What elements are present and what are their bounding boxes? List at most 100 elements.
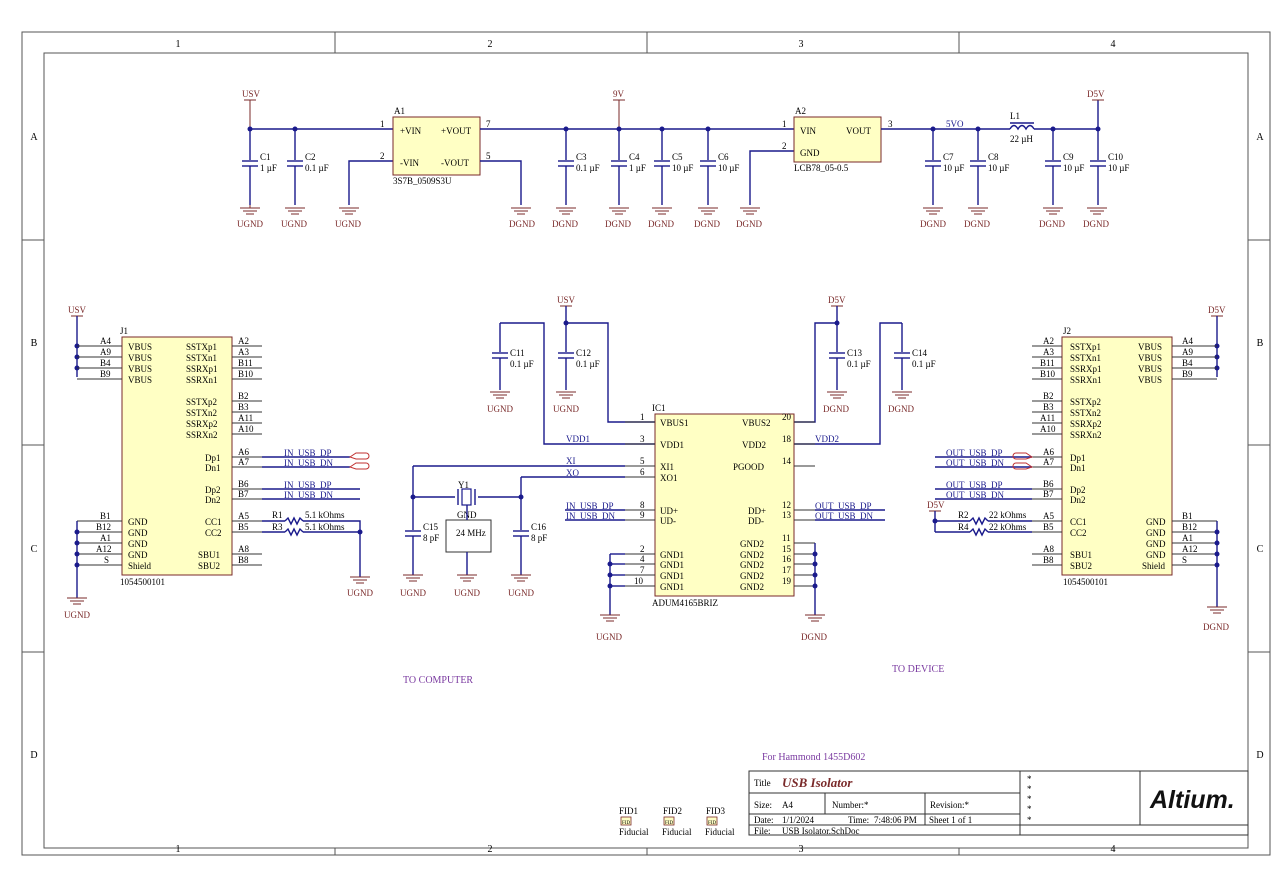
dcdc-converter-a1[interactable]: A1 +VIN +VOUT -VIN -VOUT 1 7 2 5 3S7B_05…: [380, 106, 491, 186]
svg-text:5: 5: [486, 151, 491, 161]
svg-text:GND: GND: [128, 517, 148, 527]
svg-text:0.1 µF: 0.1 µF: [576, 359, 600, 369]
svg-text:XO: XO: [566, 468, 579, 478]
svg-text:GND: GND: [1146, 550, 1166, 560]
zone-row-a-right: A: [1256, 132, 1264, 143]
capacitor-c10[interactable]: C10 10 µF: [1090, 152, 1129, 205]
svg-text:FID3: FID3: [706, 806, 726, 816]
svg-text:DGND: DGND: [605, 219, 631, 229]
svg-text:LCB78_05-0.5: LCB78_05-0.5: [794, 163, 849, 173]
svg-text:DD-: DD-: [748, 516, 764, 526]
svg-text:7: 7: [640, 565, 645, 575]
capacitor-c15[interactable]: C15 8 pF: [405, 522, 439, 575]
zone-col-1-bottom: 1: [176, 844, 181, 855]
svg-text:20: 20: [782, 412, 792, 422]
svg-text:OUT_USB_DN: OUT_USB_DN: [946, 490, 1005, 500]
capacitor-c13[interactable]: C13 0.1 µF: [829, 348, 871, 390]
svg-text:SSRXp2: SSRXp2: [186, 419, 218, 429]
svg-text:9: 9: [640, 510, 645, 520]
svg-text:A6: A6: [1043, 447, 1054, 457]
svg-text:GND: GND: [1146, 528, 1166, 538]
capacitor-c5[interactable]: C5 10 µF: [654, 152, 693, 205]
capacitor-c1[interactable]: C1 1 µF: [242, 152, 277, 205]
svg-text:GND2: GND2: [740, 539, 764, 549]
svg-text:12: 12: [782, 500, 791, 510]
capacitor-c9[interactable]: C9 10 µF: [1045, 152, 1084, 205]
zone-col-1-top: 1: [176, 39, 181, 50]
zone-col-4-bottom: 4: [1111, 844, 1116, 855]
svg-text:GND2: GND2: [740, 582, 764, 592]
svg-text:B7: B7: [238, 489, 249, 499]
svg-text:B1: B1: [1182, 511, 1193, 521]
dgnd-symbols-row-a: DGND DGND DGND DGND DGND DGND DGND DGND …: [509, 207, 1109, 229]
capacitor-c14[interactable]: C14 0.1 µF: [894, 348, 936, 390]
svg-text:A11: A11: [1040, 413, 1055, 423]
svg-text:XI1: XI1: [660, 462, 674, 472]
svg-text:DGND: DGND: [509, 219, 535, 229]
svg-text:A5: A5: [1043, 511, 1054, 521]
usb-isolator-ic1[interactable]: USV C11 0.1 µF C12 0.1 µF UGND UGND D5V: [400, 295, 936, 642]
svg-text:DGND: DGND: [736, 219, 762, 229]
capacitor-c12[interactable]: C12 0.1 µF: [558, 348, 600, 390]
svg-text:PGOOD: PGOOD: [733, 462, 765, 472]
regulator-a2[interactable]: A2 VIN VOUT GND 1 3 2 LCB78_05-0.5: [782, 106, 893, 173]
capacitor-c4[interactable]: C4 1 µF: [611, 152, 646, 205]
svg-text:8 pF: 8 pF: [531, 533, 547, 543]
svg-text:10 µF: 10 µF: [1063, 163, 1084, 173]
svg-text:0.1 µF: 0.1 µF: [912, 359, 936, 369]
svg-text:GND1: GND1: [660, 550, 684, 560]
svg-text:USV: USV: [557, 295, 576, 305]
svg-text:SSTXp1: SSTXp1: [186, 342, 217, 352]
capacitor-c6[interactable]: C6 10 µF: [700, 152, 739, 205]
svg-text:C15: C15: [423, 522, 439, 532]
r3-value: 5.1 kOhms: [305, 522, 345, 532]
svg-text:Shield: Shield: [128, 561, 152, 571]
svg-text:A8: A8: [1043, 544, 1054, 554]
svg-text:UGND: UGND: [487, 404, 513, 414]
c2-designator: C2: [305, 152, 316, 162]
svg-text:OUT_USB_DN: OUT_USB_DN: [946, 458, 1005, 468]
svg-text:8: 8: [640, 500, 645, 510]
svg-text:1: 1: [782, 119, 787, 129]
svg-text:A12: A12: [1182, 544, 1198, 554]
svg-text:7: 7: [486, 119, 491, 129]
capacitor-c8[interactable]: C8 10 µF: [970, 152, 1009, 205]
capacitor-c16[interactable]: C16 8 pF: [513, 522, 547, 575]
c1-value: 1 µF: [260, 163, 277, 173]
svg-text:IN_USB_DN: IN_USB_DN: [566, 511, 616, 521]
svg-text:24 MHz: 24 MHz: [456, 528, 486, 538]
svg-text:1: 1: [380, 119, 385, 129]
capacitor-c11[interactable]: C11 0.1 µF: [492, 348, 534, 390]
svg-text:Shield: Shield: [1142, 561, 1166, 571]
svg-text:*: *: [1027, 794, 1032, 804]
svg-text:USV: USV: [68, 305, 87, 315]
zone-col-3-bottom: 3: [799, 844, 804, 855]
svg-text:Dp2: Dp2: [1070, 485, 1086, 495]
inductor-l1[interactable]: L1 22 µH: [1009, 111, 1035, 144]
svg-text:A3: A3: [238, 347, 249, 357]
svg-text:B6: B6: [1043, 479, 1054, 489]
svg-text:14: 14: [782, 456, 792, 466]
zone-row-c-right: C: [1257, 544, 1264, 555]
capacitor-c7[interactable]: C7 10 µF: [925, 152, 964, 205]
capacitor-c3[interactable]: C3 0.1 µF: [558, 152, 600, 205]
svg-text:GND1: GND1: [660, 571, 684, 581]
svg-text:VBUS: VBUS: [128, 364, 152, 374]
svg-text:VDD1: VDD1: [566, 434, 590, 444]
svg-text:B2: B2: [238, 391, 249, 401]
svg-text:SSTXp1: SSTXp1: [1070, 342, 1101, 352]
svg-text:Dn1: Dn1: [1070, 463, 1086, 473]
svg-text:OUT_USB_DP: OUT_USB_DP: [946, 448, 1003, 458]
capacitor-c2[interactable]: C2 0.1 µF: [287, 152, 329, 205]
svg-text:0.1 µF: 0.1 µF: [510, 359, 534, 369]
zone-row-c-left: C: [31, 544, 38, 555]
svg-text:UGND: UGND: [347, 588, 373, 598]
svg-text:16: 16: [782, 554, 792, 564]
crystal-y1[interactable]: Y1 GND 24 MHz: [445, 480, 492, 575]
a1-pin-vin-minus: -VIN: [400, 158, 419, 168]
svg-text:10: 10: [634, 576, 644, 586]
svg-text:A10: A10: [238, 424, 254, 434]
svg-text:C8: C8: [988, 152, 999, 162]
